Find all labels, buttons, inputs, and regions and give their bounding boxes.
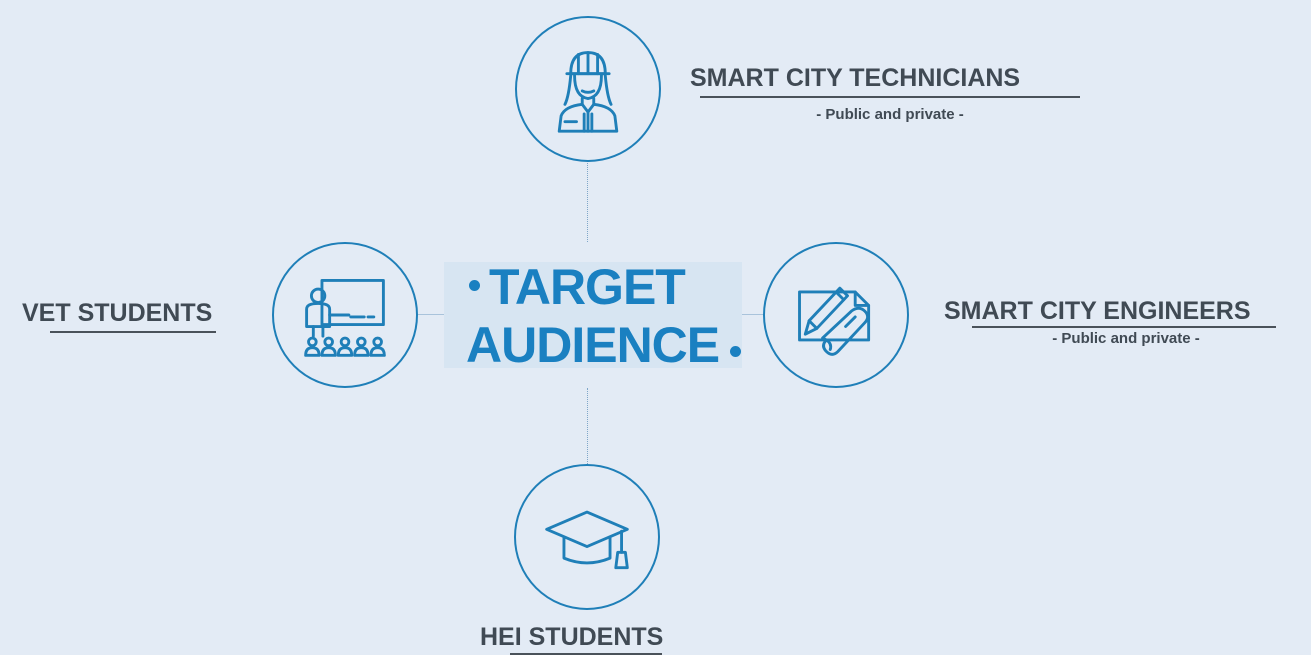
- center-title-line2: AUDIENCE: [466, 317, 720, 373]
- graduation-cap-icon: [545, 510, 629, 570]
- technicians-circle: [515, 16, 661, 162]
- vet-circle: [272, 242, 418, 388]
- engineer-blueprint-icon: [798, 286, 871, 356]
- vet-title: VET STUDENTS: [22, 299, 213, 327]
- engineers-underline: [972, 326, 1276, 328]
- connector-left: [416, 314, 444, 315]
- connector-bottom: [587, 388, 588, 464]
- bullet-dot-right: [730, 346, 741, 357]
- connector-right: [742, 314, 764, 315]
- technicians-subtitle: - Public and private -: [816, 106, 964, 123]
- technicians-title: SMART CITY TECHNICIANS: [690, 64, 1021, 92]
- engineers-title: SMART CITY ENGINEERS: [944, 297, 1251, 325]
- hei-title: HEI STUDENTS: [480, 623, 664, 651]
- bullet-dot-left: [469, 280, 480, 291]
- vet-underline: [50, 331, 216, 333]
- technicians-underline: [700, 96, 1080, 98]
- engineers-circle: [763, 242, 909, 388]
- connector-top: [587, 160, 588, 242]
- classroom-icon: [304, 279, 386, 357]
- hei-underline: [510, 653, 662, 655]
- technician-icon: [557, 51, 619, 133]
- hei-circle: [514, 464, 660, 610]
- center-title-line1: TARGET: [489, 259, 686, 315]
- center-box: [444, 262, 742, 368]
- engineers-subtitle: - Public and private -: [1052, 330, 1200, 347]
